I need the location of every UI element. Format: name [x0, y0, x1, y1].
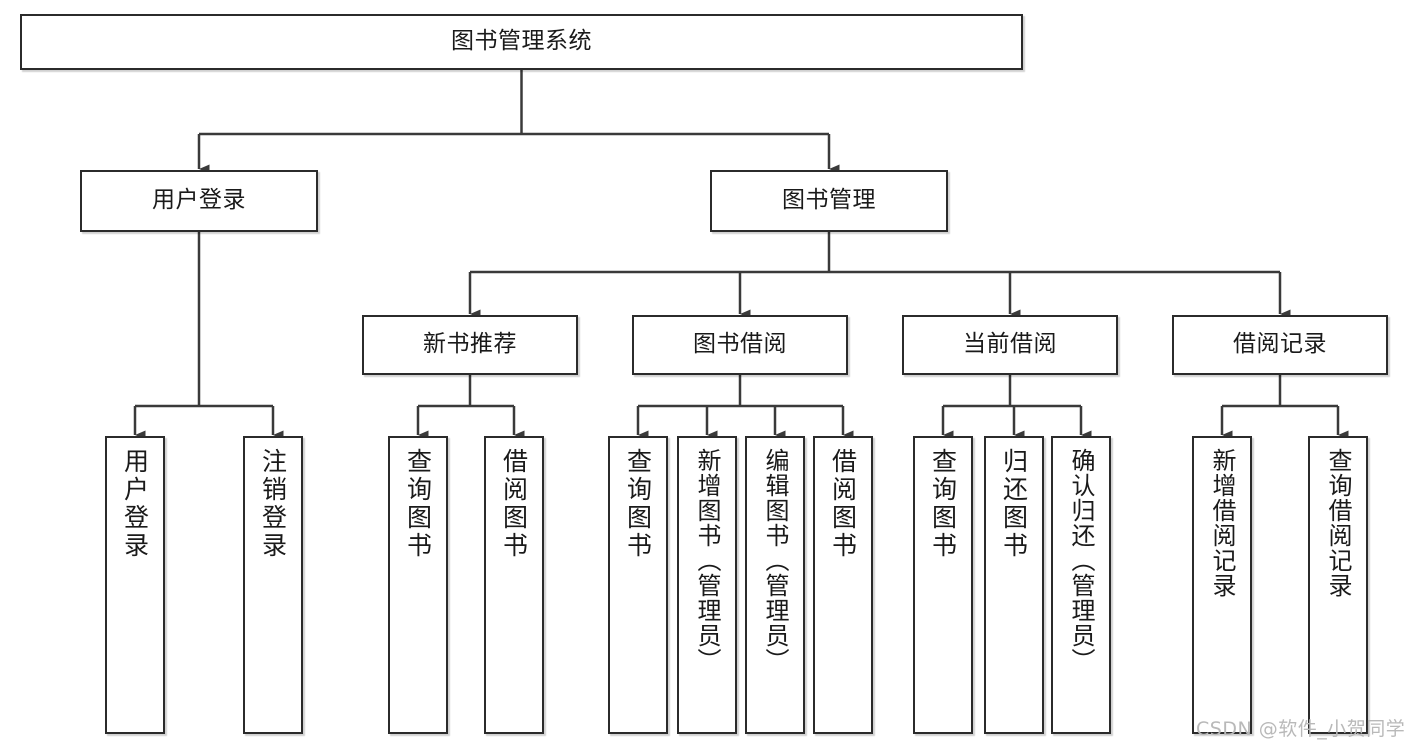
node-l-rc-query[interactable]: 查询借阅记录 — [1308, 436, 1368, 734]
node-l-cu-conf[interactable]: 确认归还（管理员） — [1051, 436, 1111, 734]
node-l-bo-add[interactable]: 新增图书（管理员） — [677, 436, 737, 734]
connector-edges — [133, 70, 1349, 440]
node-label: 新书推荐 — [423, 331, 517, 358]
node-bookmgmt[interactable]: 图书管理 — [710, 170, 948, 232]
watermark: CSDN @软件_小贺同学 — [1196, 718, 1405, 740]
node-l-cu-query[interactable]: 查询图书 — [913, 436, 973, 734]
node-l-bo-query[interactable]: 查询图书 — [608, 436, 668, 734]
node-label: 用户登录 — [152, 187, 246, 214]
node-label: 借阅记录 — [1233, 331, 1327, 358]
node-label: 当前借阅 — [963, 331, 1057, 358]
node-label: 编辑图书（管理员） — [761, 448, 789, 673]
node-label: 图书管理 — [782, 187, 876, 214]
node-label: 查询图书 — [623, 448, 653, 560]
node-label: 注销登录 — [258, 448, 288, 560]
node-login[interactable]: 用户登录 — [80, 170, 318, 232]
node-label: 查询借阅记录 — [1324, 448, 1352, 598]
node-l-logout[interactable]: 注销登录 — [243, 436, 303, 734]
node-l-bo-edit[interactable]: 编辑图书（管理员） — [745, 436, 805, 734]
node-l-cu-return[interactable]: 归还图书 — [984, 436, 1044, 734]
node-label: 查询图书 — [928, 448, 958, 560]
node-label: 归还图书 — [999, 448, 1029, 560]
node-label: 确认归还（管理员） — [1067, 448, 1095, 673]
node-records[interactable]: 借阅记录 — [1172, 315, 1388, 375]
node-l-login[interactable]: 用户登录 — [105, 436, 165, 734]
node-label: 借阅图书 — [828, 448, 858, 560]
node-label: 图书管理系统 — [451, 28, 592, 55]
node-borrow[interactable]: 图书借阅 — [632, 315, 848, 375]
node-l-nr-borrow[interactable]: 借阅图书 — [484, 436, 544, 734]
node-label: 新增图书（管理员） — [693, 448, 721, 673]
node-label: 新增借阅记录 — [1208, 448, 1236, 598]
node-root[interactable]: 图书管理系统 — [20, 14, 1023, 70]
node-label: 用户登录 — [120, 448, 150, 560]
node-label: 查询图书 — [403, 448, 433, 560]
node-l-rc-add[interactable]: 新增借阅记录 — [1192, 436, 1252, 734]
node-current[interactable]: 当前借阅 — [902, 315, 1118, 375]
node-label: 借阅图书 — [499, 448, 529, 560]
node-l-bo-borrow[interactable]: 借阅图书 — [813, 436, 873, 734]
node-l-nr-query[interactable]: 查询图书 — [388, 436, 448, 734]
node-newrec[interactable]: 新书推荐 — [362, 315, 578, 375]
node-label: 图书借阅 — [693, 331, 787, 358]
